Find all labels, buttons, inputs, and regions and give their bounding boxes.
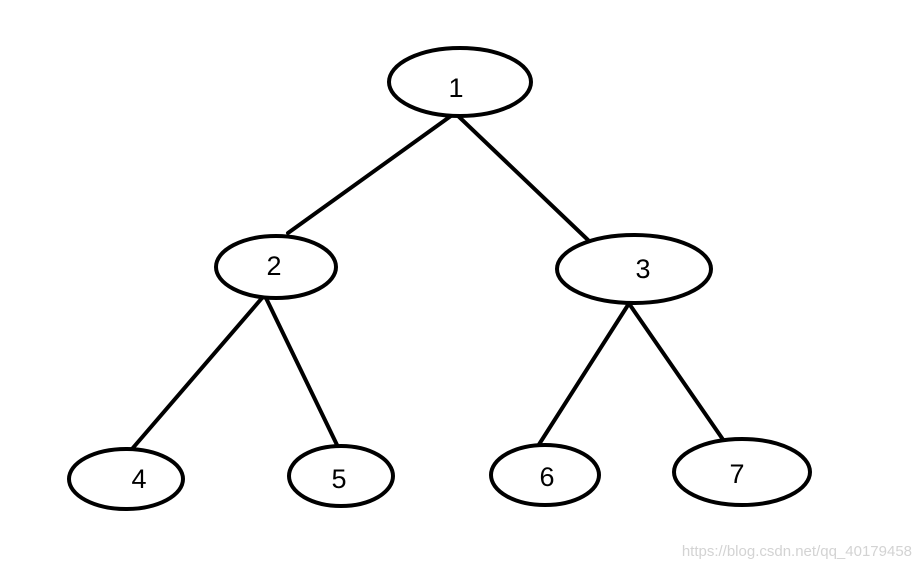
tree-node-5: 5	[287, 444, 395, 508]
node-ellipse-4	[67, 447, 185, 511]
node-label-3: 3	[635, 254, 650, 284]
node-label-1: 1	[448, 73, 463, 103]
node-label-7: 7	[729, 459, 744, 489]
watermark-text: https://blog.csdn.net/qq_40179458	[682, 543, 912, 560]
edge-3-6	[536, 303, 630, 448]
node-label-4: 4	[131, 464, 146, 494]
tree-node-7: 7	[672, 437, 812, 507]
node-ellipse-2	[214, 234, 338, 300]
node-label-5: 5	[331, 464, 346, 494]
tree-node-1: 1	[387, 46, 533, 118]
node-ellipse-7	[672, 437, 812, 507]
edge-2-4	[130, 296, 264, 451]
edge-1-2	[286, 111, 457, 235]
node-label-2: 2	[266, 251, 281, 281]
node-ellipse-1	[387, 46, 533, 118]
node-layer: 1 2 3 4 5 6 7	[67, 46, 812, 511]
tree-node-4: 4	[67, 447, 185, 511]
edge-layer	[130, 111, 726, 451]
edge-3-7	[628, 303, 726, 443]
tree-node-3: 3	[555, 233, 713, 305]
edge-2-5	[264, 296, 340, 449]
node-label-6: 6	[539, 462, 554, 492]
node-ellipse-5	[287, 444, 395, 508]
node-ellipse-6	[489, 443, 601, 507]
edge-1-3	[453, 111, 590, 242]
node-ellipse-3	[555, 233, 713, 305]
tree-node-2: 2	[214, 234, 338, 300]
tree-node-6: 6	[489, 443, 601, 507]
